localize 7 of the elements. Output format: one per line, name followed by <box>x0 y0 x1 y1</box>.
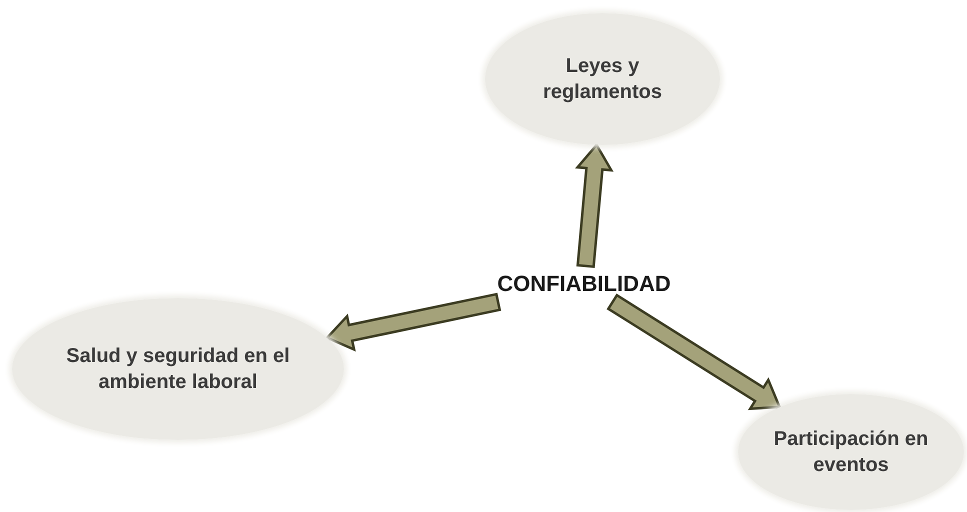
block-arrow <box>324 292 502 352</box>
node-label: Leyes y reglamentos <box>542 54 663 105</box>
node-label: CONFIABILIDAD <box>468 266 700 302</box>
block-arrow <box>574 142 614 268</box>
block-arrow <box>606 293 782 410</box>
node-label: Participación en eventos <box>772 427 930 478</box>
node-label: Salud y seguridad en el ambiente laboral <box>65 344 291 395</box>
